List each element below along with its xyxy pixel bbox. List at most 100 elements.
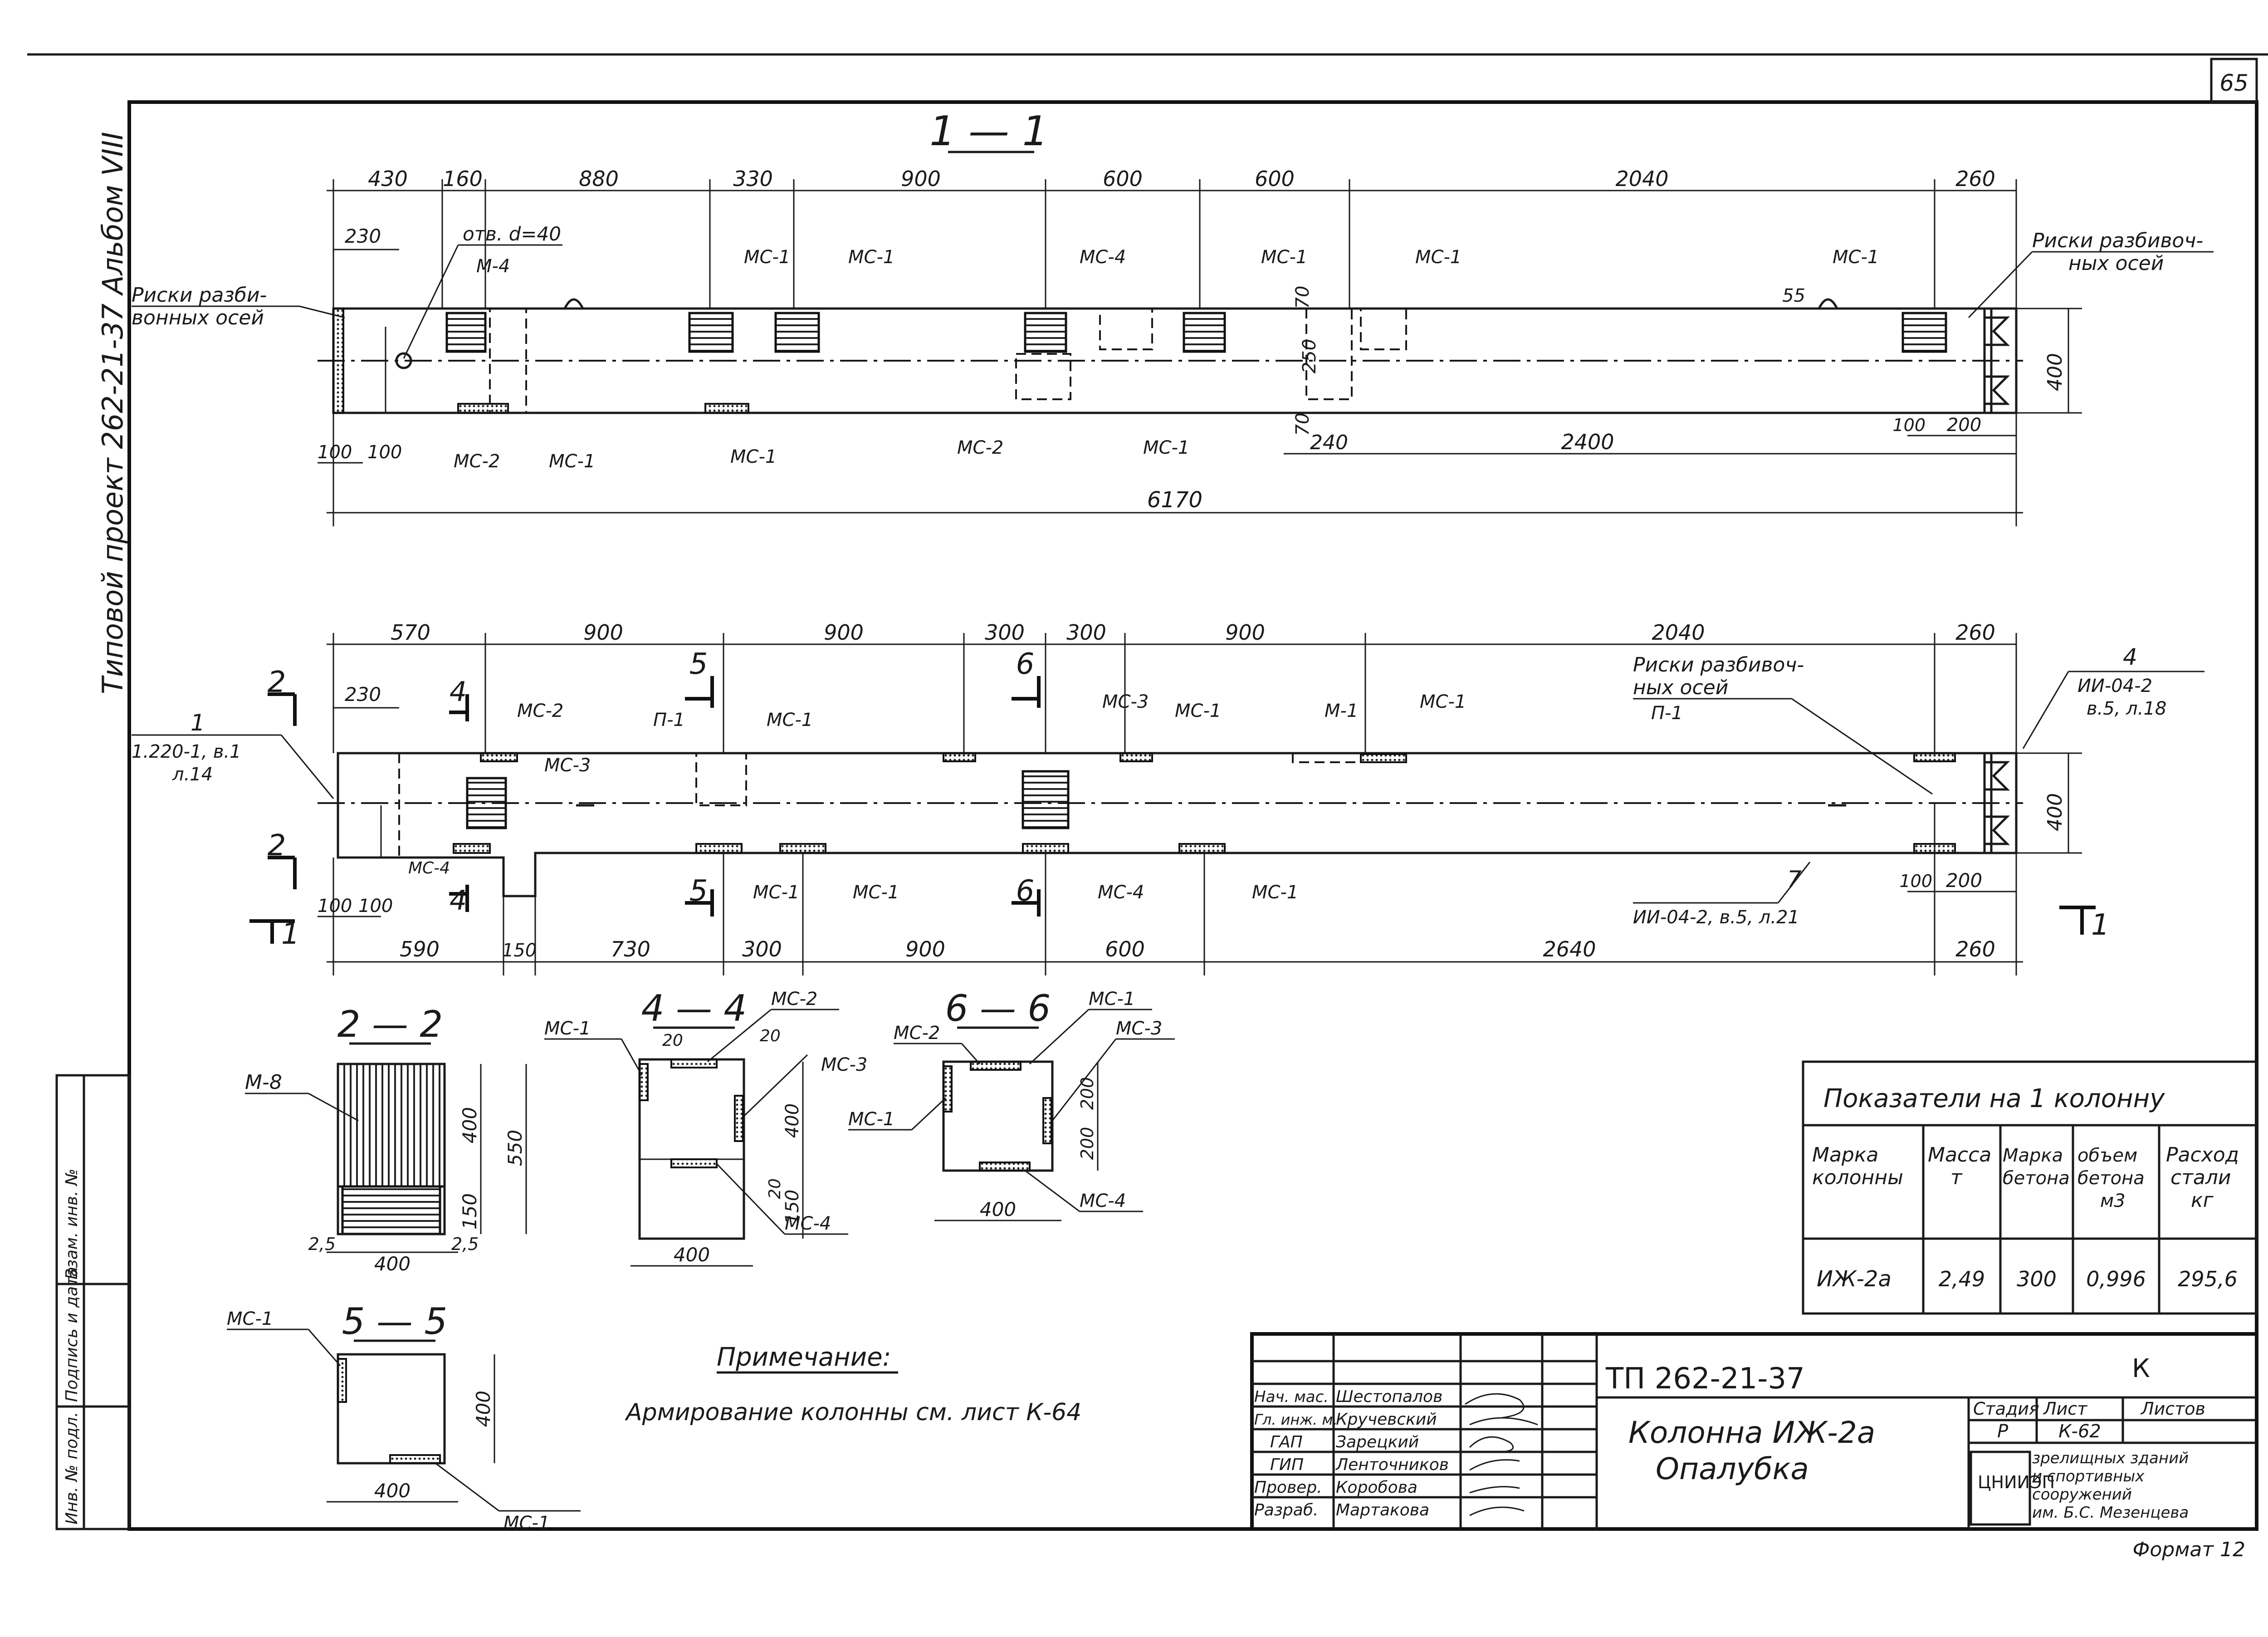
drawing-frame: [127, 100, 2258, 1531]
org-logo: ЦНИИЭП: [1978, 1472, 2055, 1492]
hdr-volume-2: бетона: [2077, 1168, 2145, 1189]
name-0: Шестопалов: [1336, 1387, 1442, 1406]
plan-dim-900a: 900: [583, 620, 623, 645]
hdr-steel-2: стали: [2170, 1166, 2231, 1189]
cell-volume: 0,996: [2086, 1267, 2146, 1291]
stamp-title-1: Колонна ИЖ-2а: [1628, 1415, 1875, 1450]
dim-600b: 600: [1255, 167, 1295, 191]
s66-label-mc3: МС-3: [1116, 1018, 1162, 1039]
note-title: Примечание:: [717, 1343, 891, 1372]
plan-dim-900d: 900: [905, 937, 945, 961]
hdr-steel-3: кг: [2191, 1189, 2214, 1212]
cut-5-top: 5: [689, 647, 708, 681]
label-m4: М-4: [476, 256, 510, 277]
dim-400-right: 400: [2043, 353, 2067, 391]
cut-4-bot: 4: [450, 885, 467, 917]
label-mc1-b: МС-1: [848, 247, 894, 268]
cut-4-top: 4: [450, 676, 467, 708]
left-stamp: Инв. № подл. Подпись и дата Взам. инв. №: [55, 1074, 131, 1530]
plan-risk-2: ных осей: [1633, 676, 1728, 699]
cut-1-right: 1: [2091, 908, 2110, 942]
dim-70-top: 70: [1292, 286, 1313, 309]
ref-bottom-1: ИИ-04-2, в.5, л.21: [1633, 907, 1799, 928]
dim-430: 430: [368, 167, 408, 191]
stamp-code: ТП 262-21-37: [1605, 1362, 1805, 1396]
hdr-beton-2: бетона: [2003, 1168, 2070, 1189]
plan-dim-900b: 900: [824, 620, 864, 645]
hdr-volume-1: объем: [2077, 1145, 2137, 1166]
cut-2-top: 2: [268, 666, 286, 699]
role-4: Провер.: [1254, 1478, 1322, 1497]
ref-right-num: 4: [2123, 644, 2137, 670]
stamp-inv-podl: Инв. № подл.: [63, 1412, 81, 1524]
plan-label-mc1-f: МС-1: [1252, 882, 1298, 903]
plan-dim-2640: 2640: [1543, 937, 1596, 961]
s66-dim-400: 400: [980, 1198, 1016, 1220]
plan-dim-900c: 900: [1225, 620, 1265, 645]
dim-6170: 6170: [1147, 487, 1202, 513]
s44-dim-20c: 20: [766, 1178, 784, 1199]
stamp-stage: Р: [1997, 1421, 2009, 1442]
plan-label-mc1-e: МС-1: [853, 882, 899, 903]
plan-dim-100b: 100: [358, 896, 393, 917]
cut-5-bot: 5: [689, 874, 708, 908]
section-4-4: 4 — 4 МС-1 МС-2 МС-3 МС-4 20 20 20 400 1…: [544, 987, 867, 1267]
plan-dim-260: 260: [1955, 620, 1995, 645]
label-mc1-d: МС-1: [1415, 247, 1461, 268]
cut-2-bot: 2: [268, 829, 286, 863]
plan-risk-1: Риски разбивоч-: [1633, 653, 1804, 676]
label-mc1-e: МС-1: [1833, 247, 1879, 268]
org-logo-box: [1970, 1451, 2031, 1526]
org-4: им. Б.С. Мезенцева: [2032, 1504, 2189, 1522]
dim-100b: 100: [367, 442, 402, 463]
name-5: Мартакова: [1336, 1501, 1429, 1519]
signatures: [1465, 1393, 1538, 1516]
section-2-2-title: 2 — 2: [337, 1003, 443, 1045]
plan-label-m1: М-1: [1325, 701, 1358, 721]
stamp-vzam-inv: Взам. инв. №: [63, 1169, 81, 1279]
plan-dim-150: 150: [502, 940, 537, 961]
ref-left-2: л.14: [172, 764, 213, 785]
stamp-sheet-h: Лист: [2043, 1399, 2088, 1419]
cell-massa: 2,49: [1939, 1267, 1985, 1291]
label-mc1-f: МС-1: [549, 451, 595, 472]
dim-260: 260: [1955, 167, 1995, 191]
section-1-1: 1 — 1 430 160 880 330 900 600 600 2040 2…: [132, 108, 2214, 526]
name-4: Коробова: [1336, 1478, 1418, 1497]
section-2-2: 2 — 2 М-8 400 150 550 400 2,5 2,5: [245, 1003, 527, 1275]
org-1: зрелищных зданий: [2032, 1449, 2189, 1467]
dim-100c: 100: [1892, 415, 1926, 435]
cut-1-left: 1: [281, 917, 300, 951]
dim-2400: 2400: [1561, 430, 1614, 454]
cell-steel: 295,6: [2178, 1267, 2238, 1291]
label-mc2-b: МС-2: [957, 437, 1003, 458]
org-3: сооружений: [2032, 1485, 2132, 1504]
dim-250: 250: [1299, 339, 1320, 373]
dim-160: 160: [443, 167, 483, 191]
s44-dim-150: 150: [782, 1190, 803, 1224]
plan-dim-260b: 260: [1955, 937, 1995, 961]
plan-label-mc1-a: МС-1: [767, 710, 813, 730]
dim-2040: 2040: [1615, 167, 1668, 191]
s44-label-mc1: МС-1: [544, 1018, 591, 1039]
plan-dim-590: 590: [400, 937, 440, 961]
s66-label-mc4: МС-4: [1080, 1191, 1126, 1211]
risk-right-2: ных осей: [2068, 252, 2164, 275]
ref-right-2: в.5, л.18: [2087, 698, 2166, 719]
plan-dim-2040: 2040: [1652, 620, 1705, 645]
s44-dim-400: 400: [782, 1103, 803, 1138]
plan-dim-300a: 300: [985, 620, 1025, 645]
role-3: ГИП: [1270, 1456, 1304, 1474]
s22-dim-150: 150: [459, 1193, 481, 1230]
s66-label-mc1-b: МС-1: [848, 1109, 894, 1130]
format-label: Формат 12: [2133, 1538, 2246, 1561]
s44-label-mc4: МС-4: [785, 1213, 831, 1234]
hole-label: отв. d=40: [463, 223, 561, 245]
ref-left-num: 1: [191, 710, 205, 736]
label-mc1-h: МС-1: [1143, 437, 1189, 458]
stamp-stage-h: Стадия: [1973, 1399, 2039, 1419]
s22-dim-550: 550: [504, 1130, 526, 1166]
label-mc1-g: МС-1: [730, 446, 777, 467]
